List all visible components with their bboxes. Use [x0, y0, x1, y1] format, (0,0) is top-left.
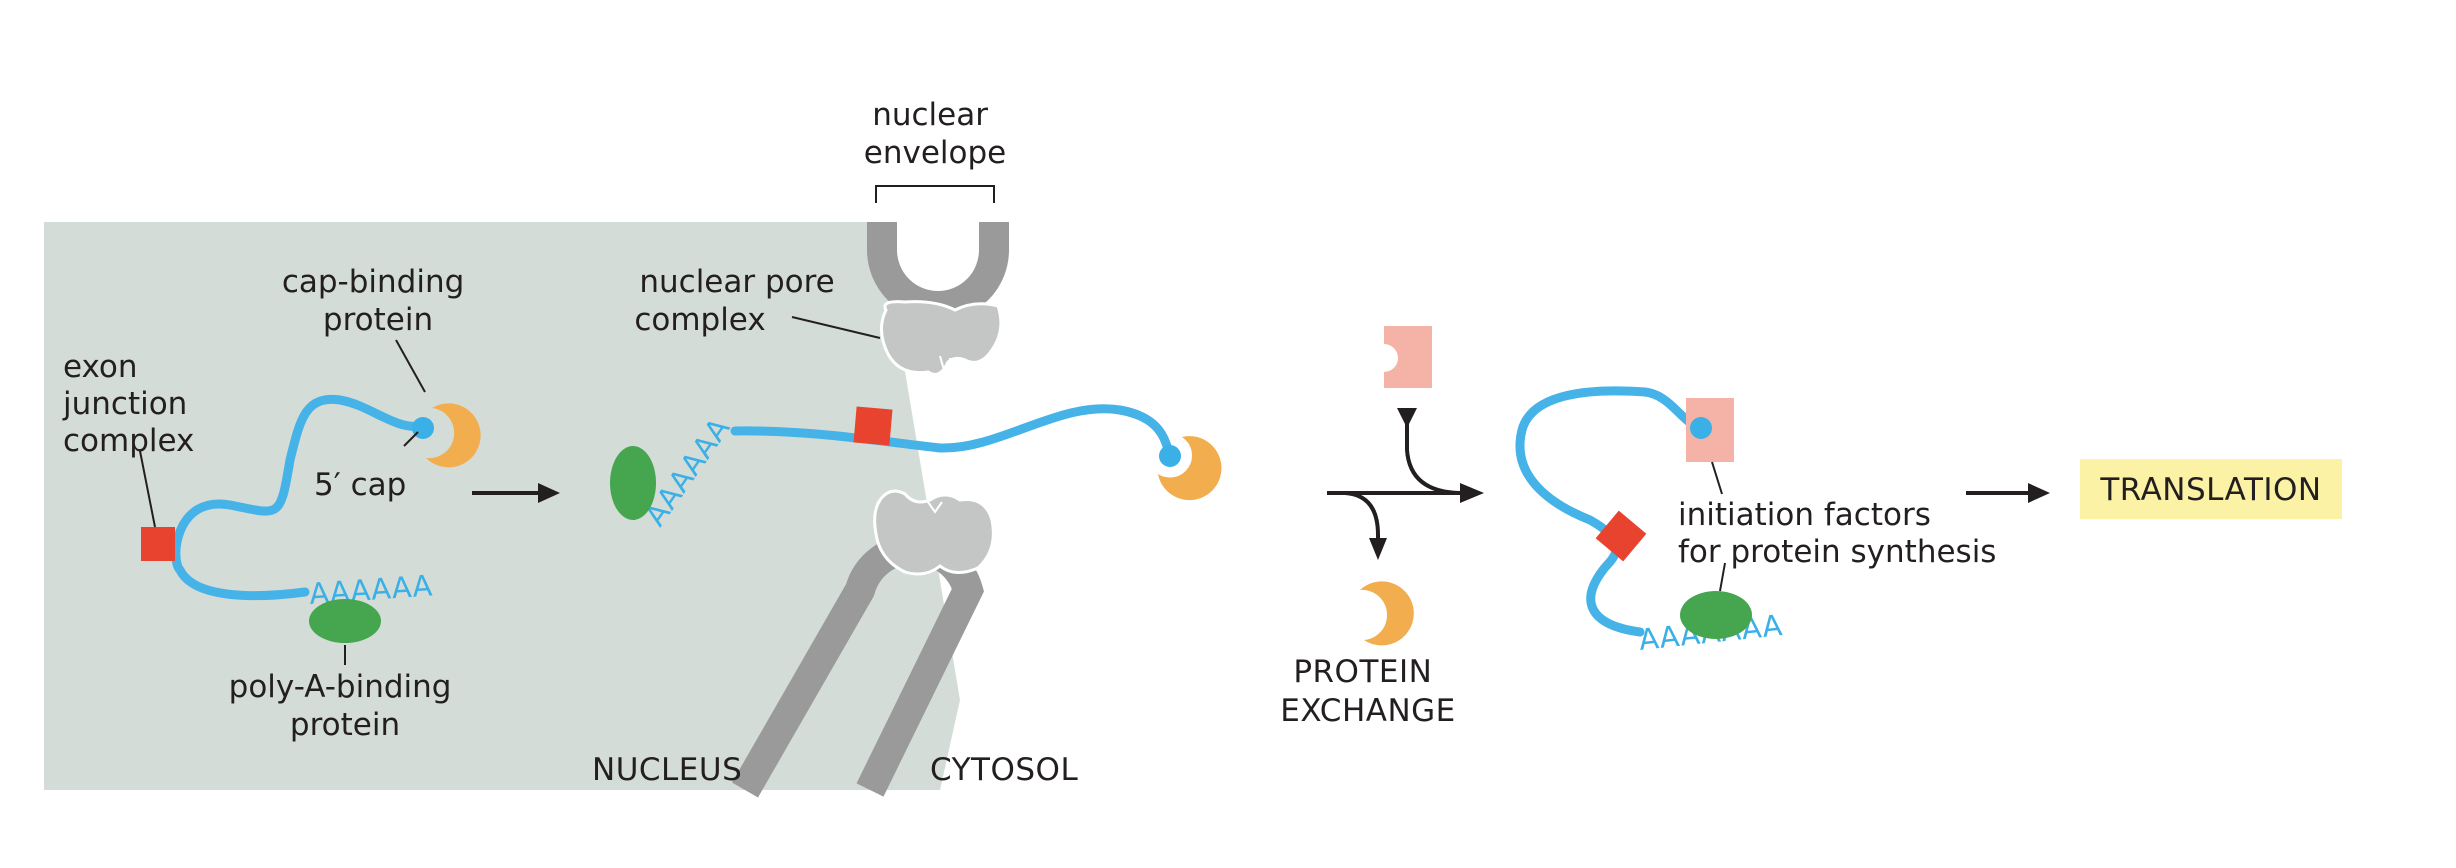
mrna-strand-step3 [1515, 386, 1703, 637]
cap-binding-protein-step1 [426, 403, 481, 468]
five-prime-cap-label: 5′ cap [314, 467, 406, 503]
nucleus-label: NUCLEUS [592, 752, 742, 788]
arrow-exchange-head [1460, 483, 1484, 503]
nuclear-envelope-bracket [875, 185, 995, 203]
nuclear-pore-complex-label: nuclear pore complex [634, 264, 844, 338]
poly-a-binding-protein-step2 [610, 446, 656, 520]
translation-label: TRANSLATION [2099, 472, 2321, 508]
nuclear-envelope-upper [867, 222, 1009, 321]
poly-a-binding-protein-step3 [1680, 591, 1752, 639]
poly-a-binding-protein-step1 [309, 599, 381, 643]
protein-exchange-label: PROTEIN EXCHANGE [1280, 654, 1456, 729]
pore-channel-mark-upper [939, 355, 951, 372]
initiation-factors-label: initiation factors for protein synthesis [1678, 497, 1996, 570]
translation-box [2080, 459, 2342, 519]
nuclear-pore-leader [791, 316, 881, 339]
exon-junction-complex-label: exon junction complex [62, 349, 197, 459]
pore-channel-mark-lower [927, 501, 943, 514]
arrow-step1-head [538, 483, 560, 503]
nuclear-pore-complex-upper [880, 300, 1003, 376]
five-prime-cap-leader [403, 431, 419, 447]
five-prime-cap-step2 [1159, 445, 1181, 467]
cap-binding-protein-step2 [1158, 436, 1222, 501]
arrow-to-translation-head [2028, 483, 2050, 503]
cap-binding-protein-label: cap-binding protein [282, 264, 474, 338]
initiation-factor-incoming [1384, 326, 1432, 388]
mrna-strand-step1 [171, 394, 425, 601]
mrna-strand-step2 [730, 404, 1175, 459]
five-prime-cap-step3 [1690, 417, 1712, 439]
arrow-factor-in [1405, 408, 1462, 495]
nuclear-envelope-label: nuclear envelope [864, 97, 1006, 171]
nuclear-pore-complex-lower [873, 489, 995, 576]
exon-junction-leader [139, 450, 156, 528]
poly-a-binding-protein-label: poly-A-binding protein [229, 669, 462, 743]
cytosol-label: CYTOSOL [930, 752, 1078, 788]
exon-junction-complex-step1 [141, 527, 175, 561]
arrow-protein-out [1344, 491, 1380, 540]
arrow-factor-in-head [1397, 408, 1417, 428]
cap-binding-protein-released [1360, 581, 1414, 646]
nucleus-region [44, 222, 960, 790]
initiation-factor-leader-bottom [1719, 562, 1726, 592]
exon-junction-complex-step3 [1595, 510, 1647, 562]
initiation-factor-leader-top [1711, 461, 1723, 495]
arrow-protein-out-head [1369, 538, 1387, 560]
cap-binding-leader [395, 339, 426, 393]
exon-junction-complex-step2 [853, 406, 893, 446]
